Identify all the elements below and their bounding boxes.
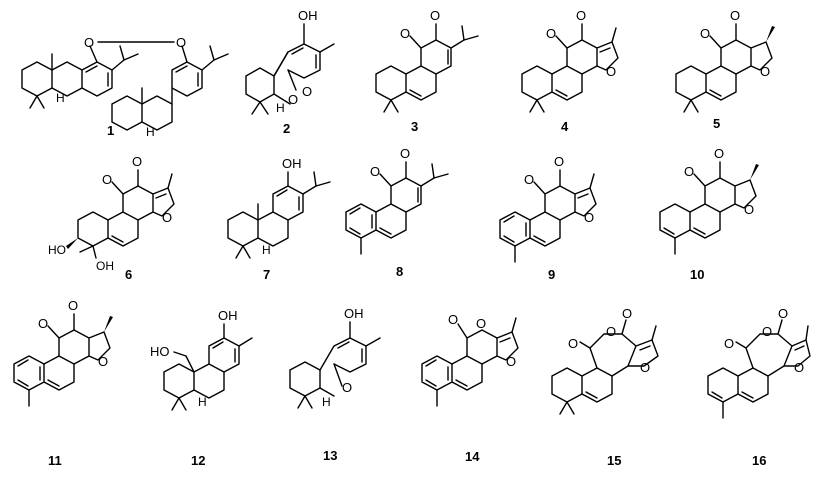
compound-number: 9 — [548, 267, 555, 282]
compound-number: 3 — [411, 119, 418, 134]
compound-number: 16 — [752, 453, 766, 468]
oxygen-label: O — [68, 298, 78, 313]
oxygen-label: O — [744, 202, 754, 217]
structure-10: O O O — [659, 146, 759, 255]
structure-6: O O O HO OH — [48, 154, 175, 273]
hydrogen-label: H — [198, 395, 207, 409]
structure-7: OH H — [227, 156, 331, 259]
hydroxyl-label: HO — [48, 243, 66, 257]
hydrogen-label: H — [262, 243, 271, 257]
hydroxyl-label: OH — [282, 156, 302, 171]
oxygen-label: O — [778, 306, 788, 321]
oxygen-label: O — [102, 172, 112, 187]
oxygen-label: O — [302, 84, 312, 99]
oxygen-label: O — [546, 26, 556, 41]
oxygen-label: O — [760, 64, 770, 79]
oxygen-label: O — [430, 8, 440, 23]
oxygen-label: O — [762, 324, 772, 339]
hydroxyl-label: HO — [150, 344, 170, 359]
oxygen-label: O — [606, 64, 616, 79]
structure-2: OH O O H — [245, 8, 335, 115]
structure-16: O O O O — [707, 306, 811, 419]
oxygen-label: O — [622, 306, 632, 321]
structure-1: O O H H — [21, 35, 229, 139]
oxygen-label: O — [476, 316, 486, 331]
compound-number: 12 — [191, 453, 205, 468]
oxygen-label: O — [794, 360, 804, 375]
oxygen-label: O — [714, 146, 724, 161]
oxygen-label: O — [400, 146, 410, 161]
compound-number: 1 — [107, 123, 114, 138]
compound-number: 5 — [713, 116, 720, 131]
oxygen-label: O — [576, 8, 586, 23]
structure-8: O O — [345, 146, 449, 255]
hydrogen-label: H — [56, 91, 65, 105]
compound-number: 15 — [607, 453, 621, 468]
compound-number: 8 — [396, 264, 403, 279]
oxygen-label: O — [724, 336, 734, 351]
oxygen-label: O — [584, 210, 594, 225]
oxygen-label: O — [98, 354, 108, 369]
hydroxyl-label: OH — [344, 306, 364, 321]
compound-number: 6 — [125, 267, 132, 282]
hydrogen-label: H — [322, 395, 331, 409]
hydrogen-label: H — [146, 125, 155, 139]
compound-number: 7 — [263, 267, 270, 282]
compound-number: 14 — [465, 449, 480, 464]
structure-13: OH O H — [289, 306, 381, 409]
oxygen-label: O — [400, 26, 410, 41]
oxygen-label: O — [448, 312, 458, 327]
oxygen-label: O — [700, 26, 710, 41]
oxygen-label: O — [370, 164, 380, 179]
compound-number: 4 — [561, 119, 569, 134]
oxygen-label: O — [524, 172, 534, 187]
oxygen-label: O — [132, 154, 142, 169]
hydroxyl-label: OH — [218, 308, 238, 323]
oxygen-label: O — [162, 210, 172, 225]
compound-number: 10 — [690, 267, 704, 282]
compound-number: 13 — [323, 448, 337, 463]
structure-12: OH HO H — [150, 308, 253, 411]
hydrogen-label: H — [276, 101, 285, 115]
oxygen-label: O — [684, 164, 694, 179]
oxygen-label: O — [506, 354, 516, 369]
oxygen-label: O — [176, 35, 186, 50]
oxygen-label: O — [342, 380, 352, 395]
oxygen-label: O — [730, 8, 740, 23]
structure-4: O O O — [521, 8, 619, 113]
structure-11: O O O — [13, 298, 113, 407]
structure-3: O O — [375, 8, 479, 113]
oxygen-label: O — [288, 92, 298, 107]
oxygen-label: O — [568, 336, 578, 351]
oxygen-label: O — [640, 360, 650, 375]
hydroxyl-label: OH — [298, 8, 318, 23]
compound-number: 11 — [48, 453, 62, 468]
structure-9: O O O — [499, 154, 597, 263]
oxygen-label: O — [38, 316, 48, 331]
structure-5: O O O — [675, 8, 775, 113]
structure-15: O O O O — [551, 306, 659, 415]
compound-number: 2 — [283, 121, 290, 136]
oxygen-label: O — [606, 324, 616, 339]
oxygen-label: O — [554, 154, 564, 169]
hydroxyl-label: OH — [96, 259, 114, 273]
structure-14: O O O — [421, 312, 519, 407]
oxygen-label: O — [84, 35, 94, 50]
